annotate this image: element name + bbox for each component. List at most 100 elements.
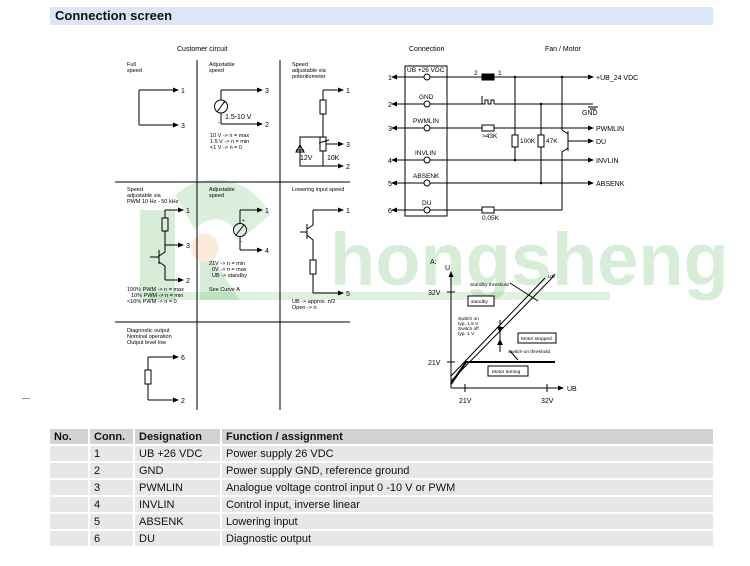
svg-text:UB -> standby: UB -> standby: [212, 273, 247, 279]
pin-label: 2: [346, 164, 350, 171]
table-row: 3 PWMLIN Analogue voltage control input …: [50, 480, 713, 495]
cell-function: Analogue voltage control input 0 -10 V o…: [220, 480, 713, 495]
svg-text:Diagnostic output: Diagnostic output: [127, 328, 170, 334]
motor-turning-label: Motor turning: [492, 369, 521, 375]
pin-label: 6: [181, 355, 185, 362]
title-bar: Connection screen: [50, 7, 713, 25]
svg-text:speed: speed: [209, 68, 224, 74]
resistor-label: >43K: [482, 133, 498, 140]
terminal-name: GND: [419, 94, 434, 101]
pin-label: 2: [186, 278, 190, 285]
switch-text: typ. 1.5 V: [458, 321, 479, 327]
cell-function: Power supply 26 VDC: [220, 446, 713, 461]
resistor-label: 47K: [546, 138, 558, 145]
cell-conn: 1: [88, 446, 133, 461]
svg-text:+: +: [223, 100, 226, 106]
svg-text:UB -> approx. n/2: UB -> approx. n/2: [292, 299, 335, 305]
switch-text: Switch on: [458, 316, 479, 322]
cell-no: [50, 480, 88, 495]
svg-text:+: +: [242, 218, 245, 224]
x-tick-label: 32V: [541, 398, 554, 405]
cell-designation: PWMLIN: [133, 480, 220, 495]
svg-text:<10% PWM -> n = 0: <10% PWM -> n = 0: [127, 299, 177, 305]
svg-text:10% PWM -> n = min: 10% PWM -> n = min: [131, 293, 183, 299]
svg-text:Speed: Speed: [292, 62, 308, 68]
header-conn: Conn.: [88, 429, 133, 444]
terminal-number: 6: [388, 208, 392, 215]
svg-text:Nominal operation: Nominal operation: [127, 334, 172, 340]
pin-label: 1: [346, 88, 350, 95]
cell-conn: 6: [88, 531, 133, 546]
table-row: 1 UB +26 VDC Power supply 26 VDC: [50, 446, 713, 461]
terminal-number: 1: [388, 75, 392, 82]
table-header-row: No. Conn. Designation Function / assignm…: [50, 429, 713, 444]
circuit-inverse: [233, 207, 263, 253]
cell-conn: 3: [88, 480, 133, 495]
svg-text:21V -> n = min: 21V -> n = min: [209, 261, 245, 267]
customer-circuit-heading: Customer circuit: [177, 46, 228, 53]
y-tick-label: 32V: [428, 290, 441, 297]
output-label: ABSENK: [596, 181, 625, 188]
svg-text:adjustable via: adjustable via: [127, 193, 162, 199]
cell-designation: ABSENK: [133, 514, 220, 529]
output-label: GND: [582, 110, 598, 117]
pin-label: 1: [265, 208, 269, 215]
cell-no: [50, 446, 88, 461]
terminal-number: 5: [388, 181, 392, 188]
output-label: INVLIN: [596, 158, 619, 165]
output-label: PWMLIN: [596, 126, 624, 133]
fuse-pin-label: 1: [498, 70, 502, 77]
pin-label: 3: [181, 123, 185, 130]
connector-block: [404, 65, 448, 217]
table-row: 5 ABSENK Lowering input: [50, 514, 713, 529]
circuit-lowering: [300, 207, 344, 296]
cell-function: Lowering input: [220, 514, 713, 529]
cell-no: [50, 463, 88, 478]
svg-text:-: -: [218, 120, 220, 126]
pin-label: 5: [346, 291, 350, 298]
cell-conn: 5: [88, 514, 133, 529]
terminal-name: UB +26 VDC: [407, 67, 445, 74]
svg-text:-: -: [240, 239, 242, 245]
svg-text:See Curve A: See Curve A: [209, 287, 240, 293]
svg-text:Lowering input speed: Lowering input speed: [292, 187, 344, 193]
svg-text:Output level low: Output level low: [127, 340, 166, 346]
pot-label: 10K: [327, 155, 340, 162]
stray-dash: [22, 398, 30, 399]
svg-text:10 V -> n = max: 10 V -> n = max: [210, 133, 249, 139]
svg-text:Adjustable: Adjustable: [209, 187, 235, 193]
connection-diagram: Customer circuit Connection Fan / Motor …: [115, 46, 638, 410]
watermark-text: hongsheng: [330, 218, 729, 301]
cell-no: [50, 531, 88, 546]
terminal-name: INVLIN: [415, 150, 436, 157]
cell-no: [50, 497, 88, 512]
terminal-name: DU: [422, 200, 432, 207]
cell-designation: UB +26 VDC: [133, 446, 220, 461]
svg-text:Adjustable: Adjustable: [209, 62, 235, 68]
svg-text:1.5 V -> n = min: 1.5 V -> n = min: [210, 139, 249, 145]
table-row: 2 GND Power supply GND, reference ground: [50, 463, 713, 478]
y-tick-label: 21V: [428, 360, 441, 367]
y-axis-label: U: [445, 265, 450, 272]
standby-label: standby: [471, 299, 488, 305]
svg-text:Full: Full: [127, 62, 136, 68]
circuit-labels: Full speed Adjustable speed 10 V -> n = …: [127, 62, 344, 346]
resistor-label: 100K: [520, 138, 536, 145]
curve-label: A:: [430, 259, 437, 266]
svg-text:100% PWM -> n = max: 100% PWM -> n = max: [127, 287, 184, 293]
watermark-logo-icon: [140, 179, 270, 300]
pin-label: 2: [181, 398, 185, 405]
pin-label: 3: [346, 142, 350, 149]
svg-text:Open -> n: Open -> n: [292, 305, 317, 311]
cell-conn: 2: [88, 463, 133, 478]
circuit-adjustable-voltage: [214, 87, 263, 127]
pin-assignment-table: No. Conn. Designation Function / assignm…: [50, 427, 713, 548]
pin-label: 1: [346, 208, 350, 215]
switch-text: Switch off: [458, 326, 479, 332]
svg-text:speed: speed: [127, 68, 142, 74]
circuit-diagnostic: [144, 354, 179, 403]
cell-designation: DU: [133, 531, 220, 546]
svg-text:PWM 10 Hz - 50 kHz: PWM 10 Hz - 50 kHz: [127, 199, 179, 205]
svg-text:speed: speed: [209, 193, 224, 199]
svg-text:<1 V -> n = 0: <1 V -> n = 0: [210, 145, 242, 151]
